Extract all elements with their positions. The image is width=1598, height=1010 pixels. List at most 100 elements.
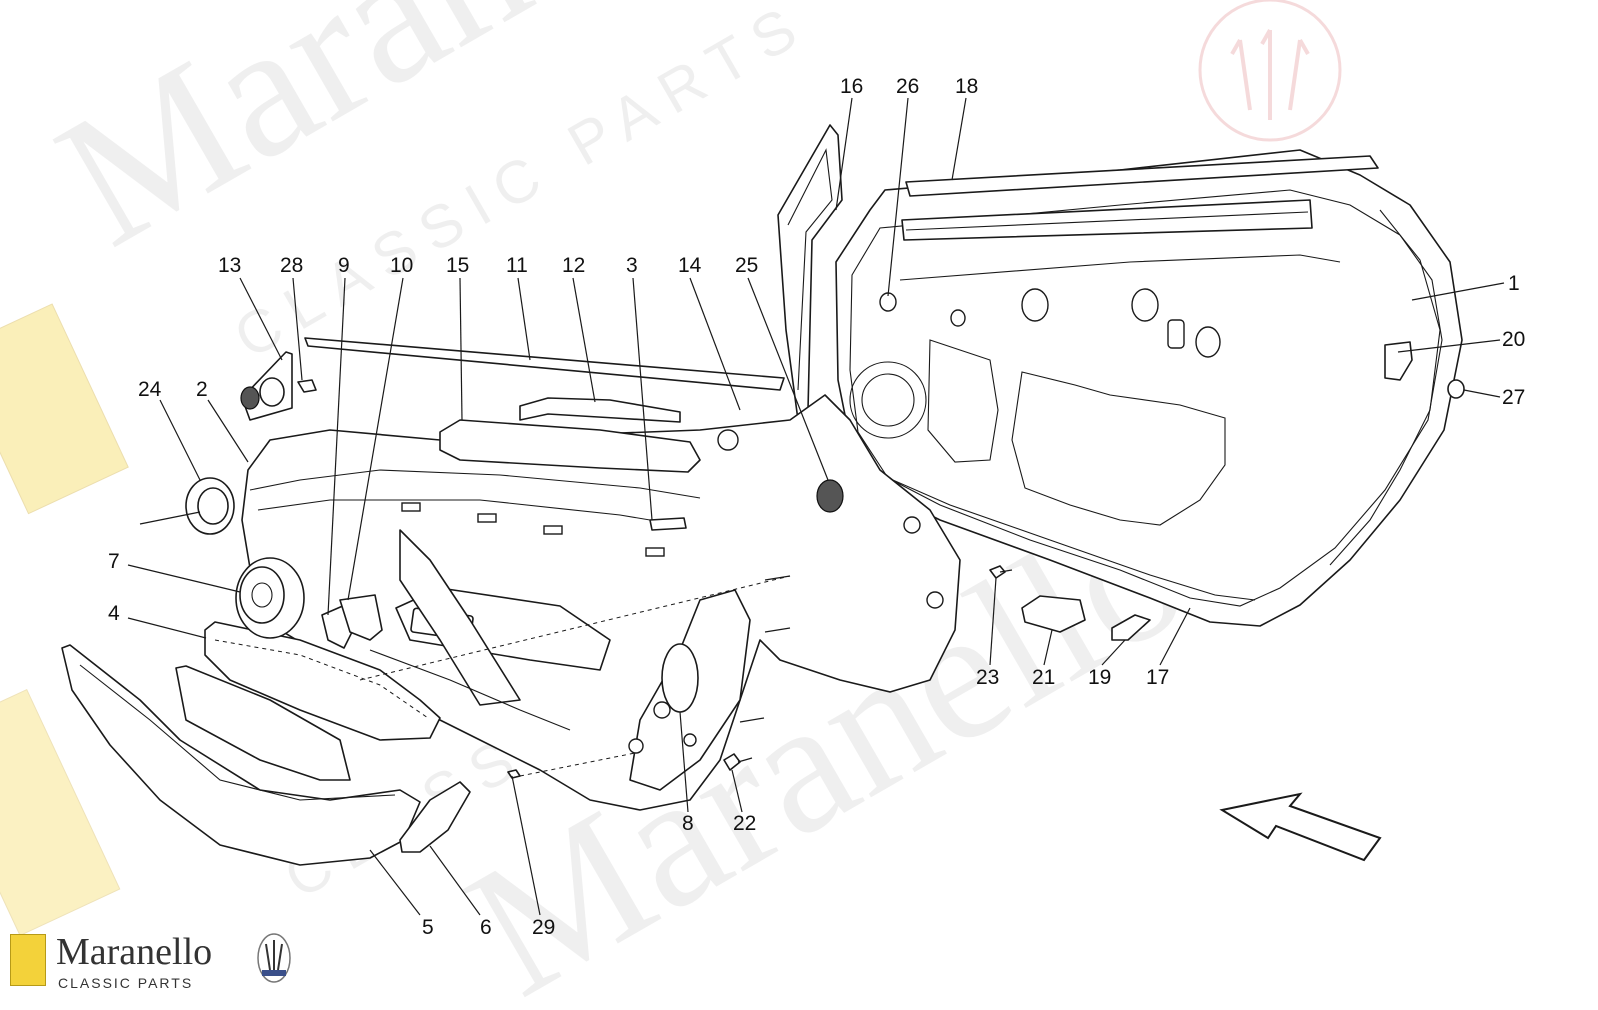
lower-pocket-insert: [175, 665, 351, 781]
clip-28: [297, 379, 317, 393]
callout-3: 3: [626, 254, 638, 277]
trim-hole-f: [717, 429, 739, 451]
leader-25: [747, 277, 829, 481]
grommet-27: [1447, 379, 1465, 399]
clip-3: [649, 517, 687, 531]
trim-panel-lower-edge: [369, 649, 571, 731]
watermark-ferrari-badge-1: [0, 303, 129, 515]
leader-8: [679, 711, 689, 813]
trim-slot-2: [477, 513, 497, 523]
leader-6: [429, 845, 481, 916]
tweeter-13-ring: [259, 377, 285, 407]
brand-subtitle: CLASSIC PARTS: [58, 975, 194, 991]
callout-17: 17: [1146, 666, 1169, 689]
leader-29: [511, 775, 541, 916]
leader-17: [1159, 607, 1191, 666]
callout-12: 12: [562, 254, 585, 277]
callout-10: 10: [390, 254, 413, 277]
callout-13: 13: [218, 254, 241, 277]
upper-trim-group: [304, 337, 785, 473]
leader-11: [517, 277, 531, 361]
callout-26: 26: [896, 75, 919, 98]
callout-5: 5: [422, 916, 434, 939]
leader-7: [127, 564, 241, 593]
callout-2: 2: [196, 378, 208, 401]
callout-1: 1: [1508, 272, 1520, 295]
callout-21: 21: [1032, 666, 1055, 689]
leader-13: [239, 277, 283, 361]
leader-15: [459, 277, 463, 421]
callout-labels: 1 2 3 4 5 6 7 8 9 10 11 12 13 14 15 16 1…: [108, 75, 1525, 939]
leader-22: [731, 769, 743, 813]
callout-16: 16: [840, 75, 863, 98]
upper-trim-bracket-12: [519, 397, 681, 423]
seal-strip-upper: [905, 155, 1379, 197]
leader-27: [1463, 389, 1501, 398]
callout-8: 8: [682, 812, 694, 835]
speaker-opening-inner: [861, 373, 915, 427]
speaker-7-cone: [239, 566, 285, 624]
screw-23: [989, 565, 1006, 579]
upper-trim-strip-11: [304, 337, 785, 391]
leader-4: [127, 617, 207, 639]
leader-10: [347, 277, 404, 601]
leader-19: [1101, 639, 1126, 666]
callout-28: 28: [280, 254, 303, 277]
screw-22-shaft: [737, 757, 753, 763]
leader-14: [689, 277, 741, 411]
callout-24: 24: [138, 378, 162, 401]
callout-14: 14: [678, 254, 702, 277]
brand-footer: Maranello CLASSIC PARTS: [8, 930, 308, 1000]
fastener-a: [764, 575, 791, 581]
door-shell-hole-4: [950, 309, 966, 327]
door-shell-assembly: [835, 149, 1463, 627]
lower-pocket-5-rim: [79, 664, 396, 801]
leader-5: [369, 849, 421, 916]
door-shell-hole-3: [1195, 326, 1221, 358]
pull-handle-bracket: [399, 529, 521, 706]
door-shell-slot: [1167, 319, 1185, 349]
armrest-cover-4: [204, 621, 441, 741]
leader-26: [887, 97, 909, 297]
seal-strip-lower: [901, 199, 1313, 241]
watermark-trident-seal: [1198, 0, 1342, 142]
leader-3: [632, 277, 653, 521]
door-shell-hinge-edge: [1329, 209, 1441, 566]
trim-slot-3: [543, 525, 563, 535]
window-seal-18: [901, 155, 1379, 241]
door-shell-hole-1: [1021, 288, 1049, 322]
maserati-trident-logo: [257, 933, 291, 983]
callout-11: 11: [506, 254, 528, 277]
grommet-25: [816, 479, 844, 513]
callout-18: 18: [955, 75, 978, 98]
leader-16: [835, 97, 853, 211]
callout-19: 19: [1088, 666, 1111, 689]
frame-trim-16: [777, 124, 843, 421]
screw-23-shaft: [999, 569, 1013, 573]
door-panel-cutout: [1011, 371, 1226, 526]
speaker-7: [235, 557, 305, 639]
seal-strip-lower-detail: [905, 211, 1309, 231]
leader-18: [951, 97, 967, 181]
leader-21: [1043, 629, 1053, 666]
handle-10: [339, 594, 383, 641]
leader-lines: [127, 97, 1505, 916]
door-panel-cutout-2: [927, 339, 999, 463]
leader-2: [207, 399, 249, 463]
leader-24: [159, 399, 201, 481]
end-cap-6: [399, 781, 471, 853]
fastener-c: [739, 717, 765, 723]
trim-slot-4: [645, 547, 665, 557]
trim-hole-d: [903, 516, 921, 534]
trim-panel-inner-line: [257, 499, 681, 526]
callout-15: 15: [446, 254, 469, 277]
callout-23: 23: [976, 666, 999, 689]
leader-12: [572, 277, 596, 403]
callout-22: 22: [733, 812, 756, 835]
cover-8: [661, 643, 699, 713]
leader-9: [327, 277, 346, 616]
trim-hole-b: [628, 738, 644, 754]
callout-6: 6: [480, 916, 492, 939]
seal-ring-24-inner: [197, 487, 229, 525]
